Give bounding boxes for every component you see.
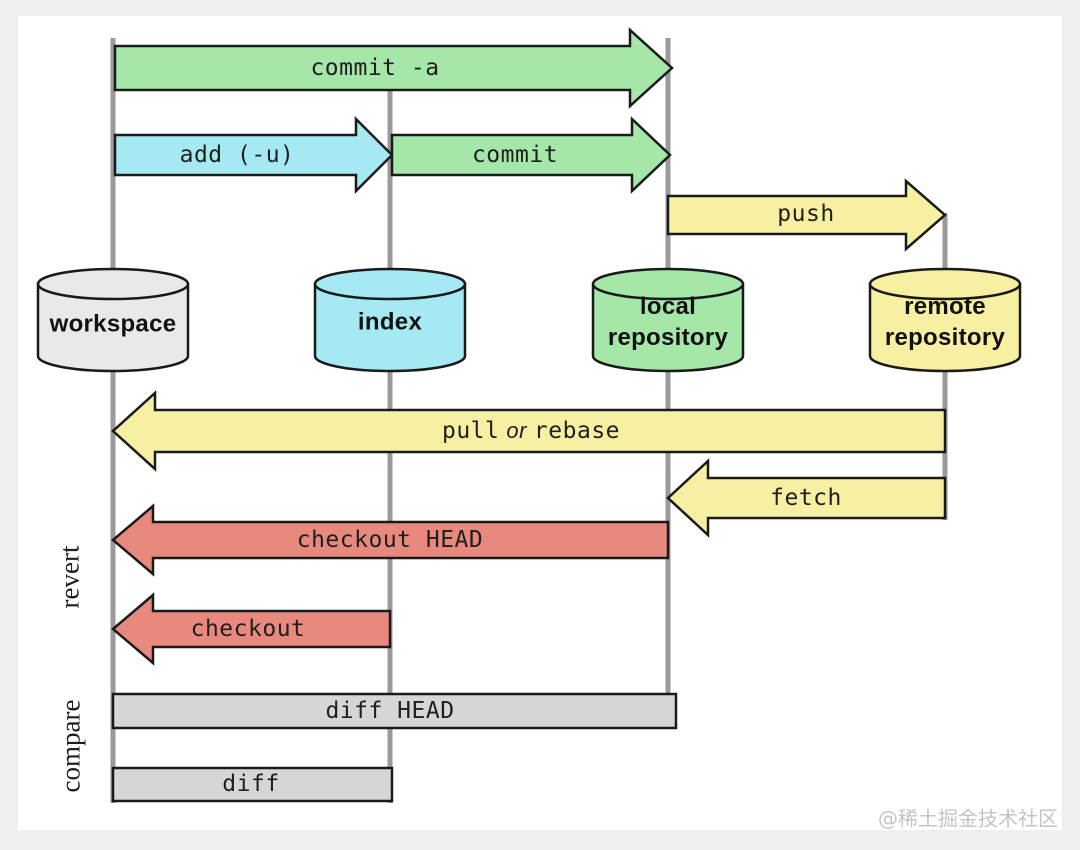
remote-repository-cylinder-top: [868, 267, 1022, 301]
remote-repository-cylinder: [868, 267, 1022, 373]
local-repository-label: local repository: [607, 292, 729, 351]
checkout-arrow: [111, 592, 392, 666]
diff-label: diff: [222, 771, 280, 797]
pull-rebase-arrow: [111, 390, 947, 472]
remote-repository-label: remote repository: [884, 292, 1006, 351]
checkout-head-label: checkout HEAD: [296, 527, 484, 553]
index-cylinder-body: [313, 282, 467, 373]
revert-section-label: revert: [54, 545, 85, 609]
workspace-cylinder-top: [36, 267, 190, 301]
local-repository-cylinder-top: [591, 267, 745, 301]
diff-bar: [111, 766, 394, 803]
index-cylinder: [313, 267, 467, 373]
compare-section-label: compare: [55, 699, 86, 793]
fetch-arrow: [666, 458, 947, 538]
push-label: push: [777, 201, 835, 227]
local-repository-cylinder: [591, 267, 745, 373]
commit-arrow: [390, 116, 672, 194]
commit-a-label: commit -a: [310, 55, 440, 81]
workspace-cylinder: [36, 267, 190, 373]
watermark-text: @稀土掘金技术社区: [878, 806, 1058, 831]
commit-label: commit: [471, 142, 559, 168]
workspace-label: workspace: [49, 310, 177, 338]
checkout-head-arrow: [111, 503, 670, 577]
or-label-part: or: [506, 418, 527, 443]
checkout-label: checkout: [190, 616, 306, 642]
rebase-label-part: rebase: [533, 418, 621, 444]
push-arrow: [666, 178, 947, 252]
commit-a-arrow: [113, 27, 674, 109]
local-repository-cylinder-body: [591, 282, 745, 373]
diff-head-label: diff HEAD: [325, 698, 455, 724]
fetch-label: fetch: [770, 485, 842, 511]
remote-repository-cylinder-body: [868, 282, 1022, 373]
index-label: index: [357, 308, 423, 336]
index-cylinder-top: [313, 267, 467, 301]
workspace-cylinder-body: [36, 282, 190, 373]
diff-head-bar: [111, 692, 678, 730]
add-u-label: add (-u): [179, 142, 295, 168]
add-u-arrow: [113, 115, 394, 195]
pull-label-part: pull: [441, 418, 500, 444]
